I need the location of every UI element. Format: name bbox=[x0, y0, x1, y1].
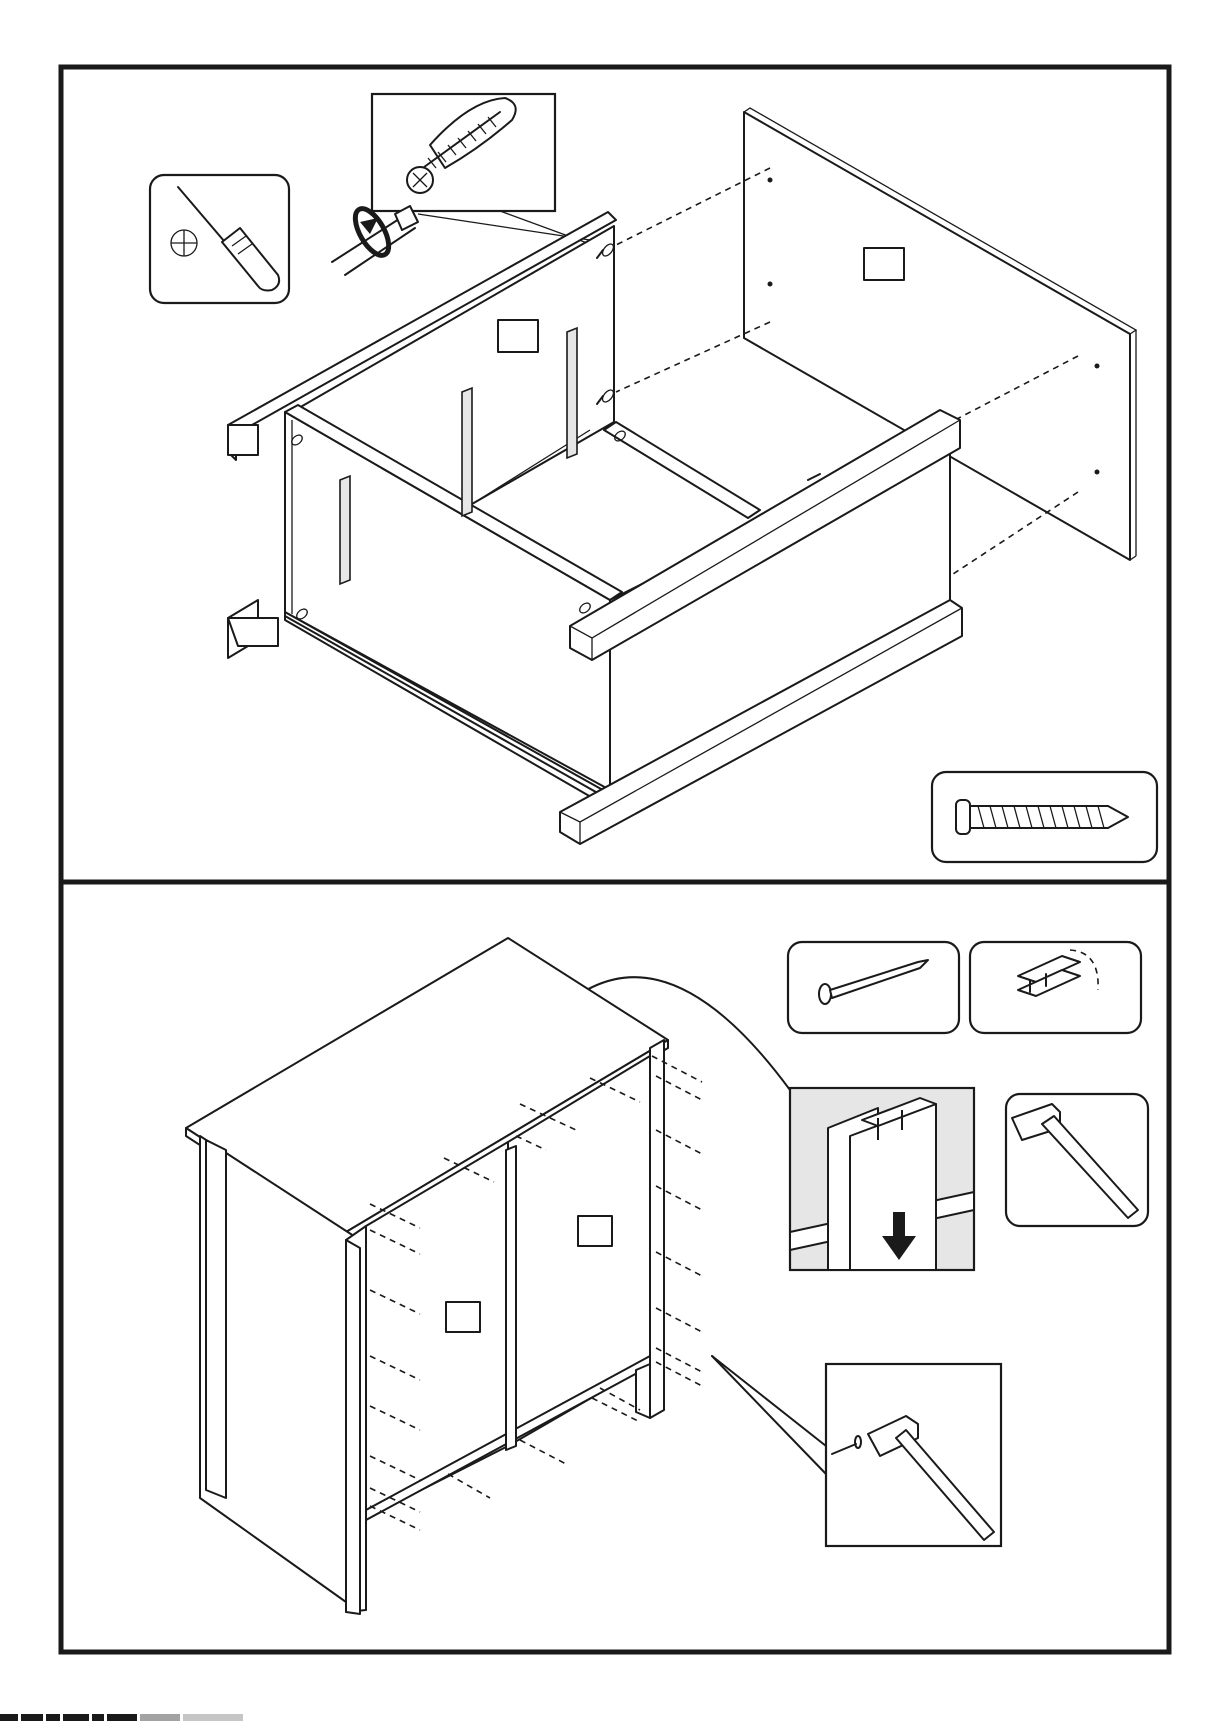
nail-icon bbox=[788, 942, 959, 1033]
drawer-runner bbox=[340, 476, 350, 584]
connector-detail-inset bbox=[790, 1088, 974, 1270]
step-2-illustration bbox=[186, 938, 1148, 1614]
pan-head-screw-icon bbox=[932, 772, 1157, 862]
drawer-runner bbox=[462, 388, 472, 516]
hammer-icon bbox=[1006, 1094, 1148, 1226]
h-profile-connector-icon bbox=[970, 942, 1141, 1033]
step-1-illustration bbox=[150, 94, 1157, 862]
part-label-box bbox=[864, 248, 904, 280]
drawer-runner bbox=[567, 328, 577, 458]
cabinet-body bbox=[186, 938, 668, 1614]
nailing-detail-inset bbox=[712, 1356, 1001, 1546]
part-label-box bbox=[578, 1216, 612, 1246]
part-label-box bbox=[498, 320, 538, 352]
phillips-screwdriver-icon bbox=[150, 175, 289, 303]
part-label-box bbox=[446, 1302, 480, 1332]
footer-print-marks bbox=[0, 1708, 340, 1721]
screw-closeup-icon bbox=[372, 94, 555, 211]
h-profile-strip bbox=[506, 1146, 516, 1450]
